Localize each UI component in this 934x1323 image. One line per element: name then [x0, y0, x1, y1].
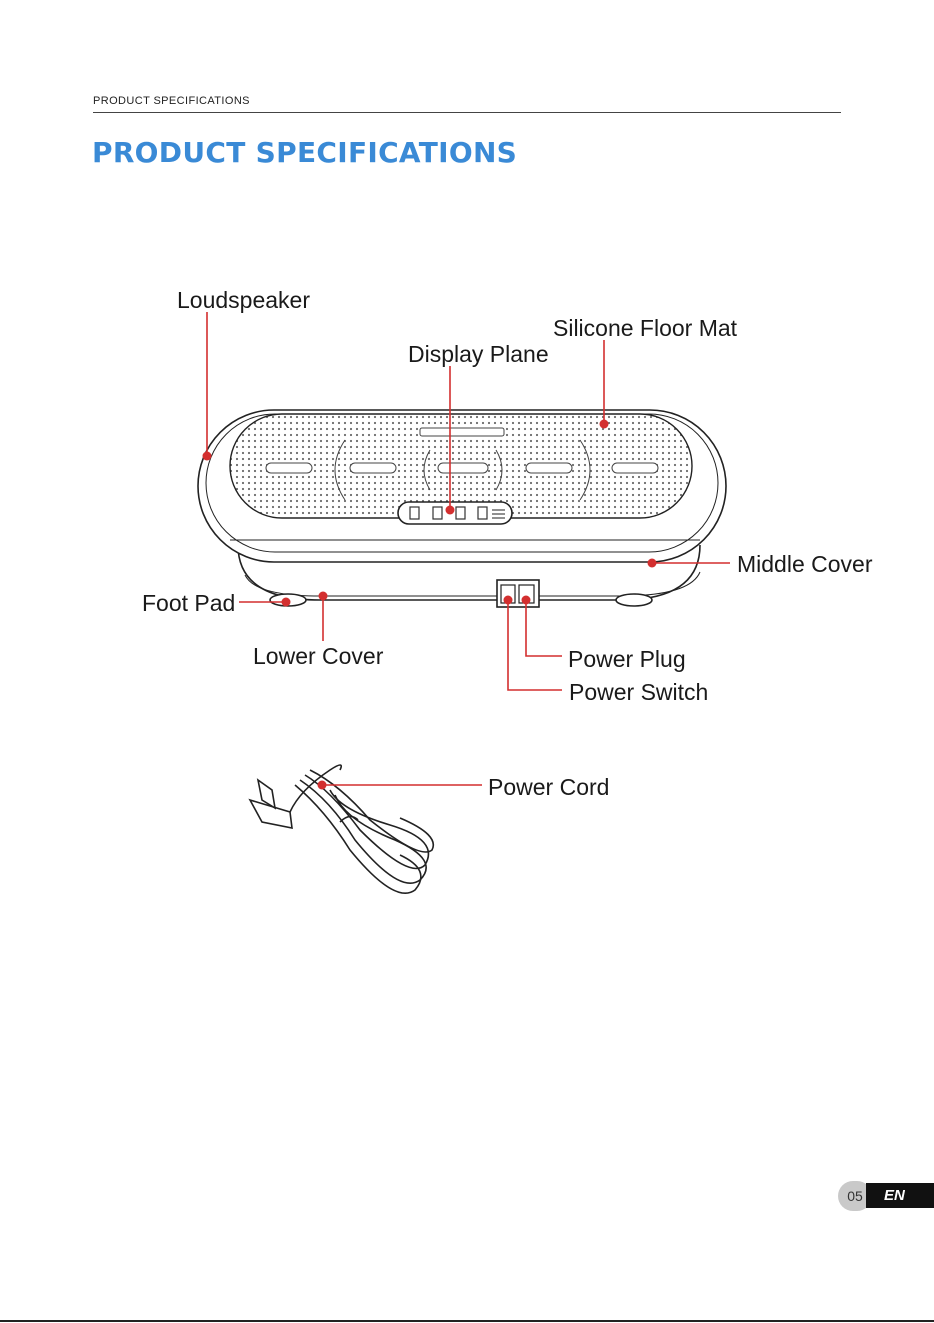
label-silicone-floor-mat: Silicone Floor Mat: [553, 315, 738, 341]
language-badge: EN: [866, 1183, 934, 1208]
label-power-plug: Power Plug: [568, 646, 686, 672]
label-lower-cover: Lower Cover: [253, 643, 384, 669]
label-power-cord: Power Cord: [488, 774, 609, 800]
vibration-plate-illustration: [198, 410, 726, 607]
label-power-switch: Power Switch: [569, 679, 708, 705]
label-loudspeaker: Loudspeaker: [177, 287, 310, 313]
label-middle-cover: Middle Cover: [737, 551, 873, 577]
label-foot-pad: Foot Pad: [142, 590, 235, 616]
bottom-divider: [0, 1320, 934, 1322]
label-display-plane: Display Plane: [408, 341, 549, 367]
